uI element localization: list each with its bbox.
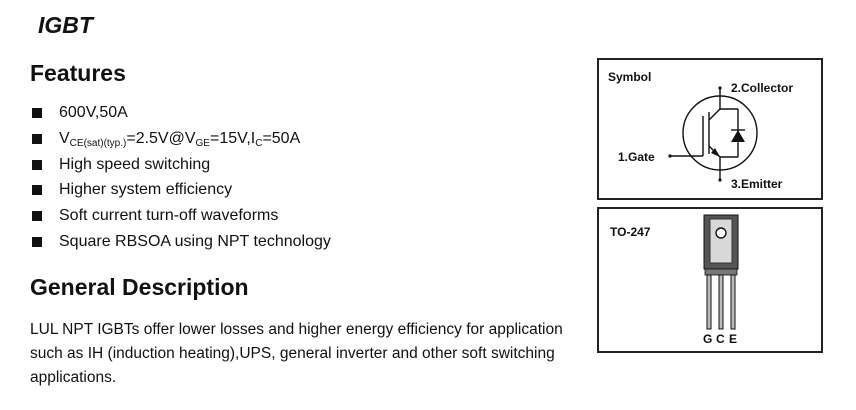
feature-vce-text: VCE(sat)(typ.)=2.5V@VGE=15V,IC=50A [59, 129, 301, 149]
features-heading: Features [30, 60, 126, 86]
igbt-symbol-icon: Symbol 2.Collector 1.Gate 3.Emitter [608, 70, 793, 191]
symbol-panel: Symbol 2.Collector 1.Gate 3.Emitter [597, 58, 823, 200]
bullet-icon [32, 211, 42, 222]
gate-label: 1.Gate [618, 150, 655, 164]
features-list: 600V,50A VCE(sat)(typ.)=2.5V@VGE=15V,IC=… [32, 103, 331, 258]
package-label: TO-247 [610, 225, 651, 239]
general-description-text: LUL NPT IGBTs offer lower losses and hig… [30, 321, 563, 386]
pin-e-label: E [729, 332, 737, 346]
feature-item: High speed switching [32, 155, 331, 181]
pin-g-label: G [703, 332, 712, 346]
emitter-label: 3.Emitter [731, 177, 783, 191]
bullet-icon [32, 133, 42, 144]
collector-label: 2.Collector [731, 81, 793, 95]
feature-item: Soft current turn-off waveforms [32, 206, 331, 232]
pin-c-label: C [716, 332, 725, 346]
bullet-icon [32, 185, 42, 196]
feature-item: 600V,50A [32, 103, 331, 129]
feature-item: VCE(sat)(typ.)=2.5V@VGE=15V,IC=50A [32, 129, 331, 155]
symbol-label: Symbol [608, 70, 651, 84]
bullet-icon [32, 159, 42, 170]
bullet-icon [32, 108, 42, 118]
general-description-heading: General Description [30, 274, 249, 300]
package-panel: TO-247 G C E [597, 207, 823, 353]
feature-item: Square RBSOA using NPT technology [32, 232, 331, 258]
bullet-icon [32, 236, 42, 247]
document-title: IGBT [38, 12, 93, 38]
feature-item: Higher system efficiency [32, 180, 331, 206]
to247-package-icon: TO-247 G C E [610, 214, 739, 346]
